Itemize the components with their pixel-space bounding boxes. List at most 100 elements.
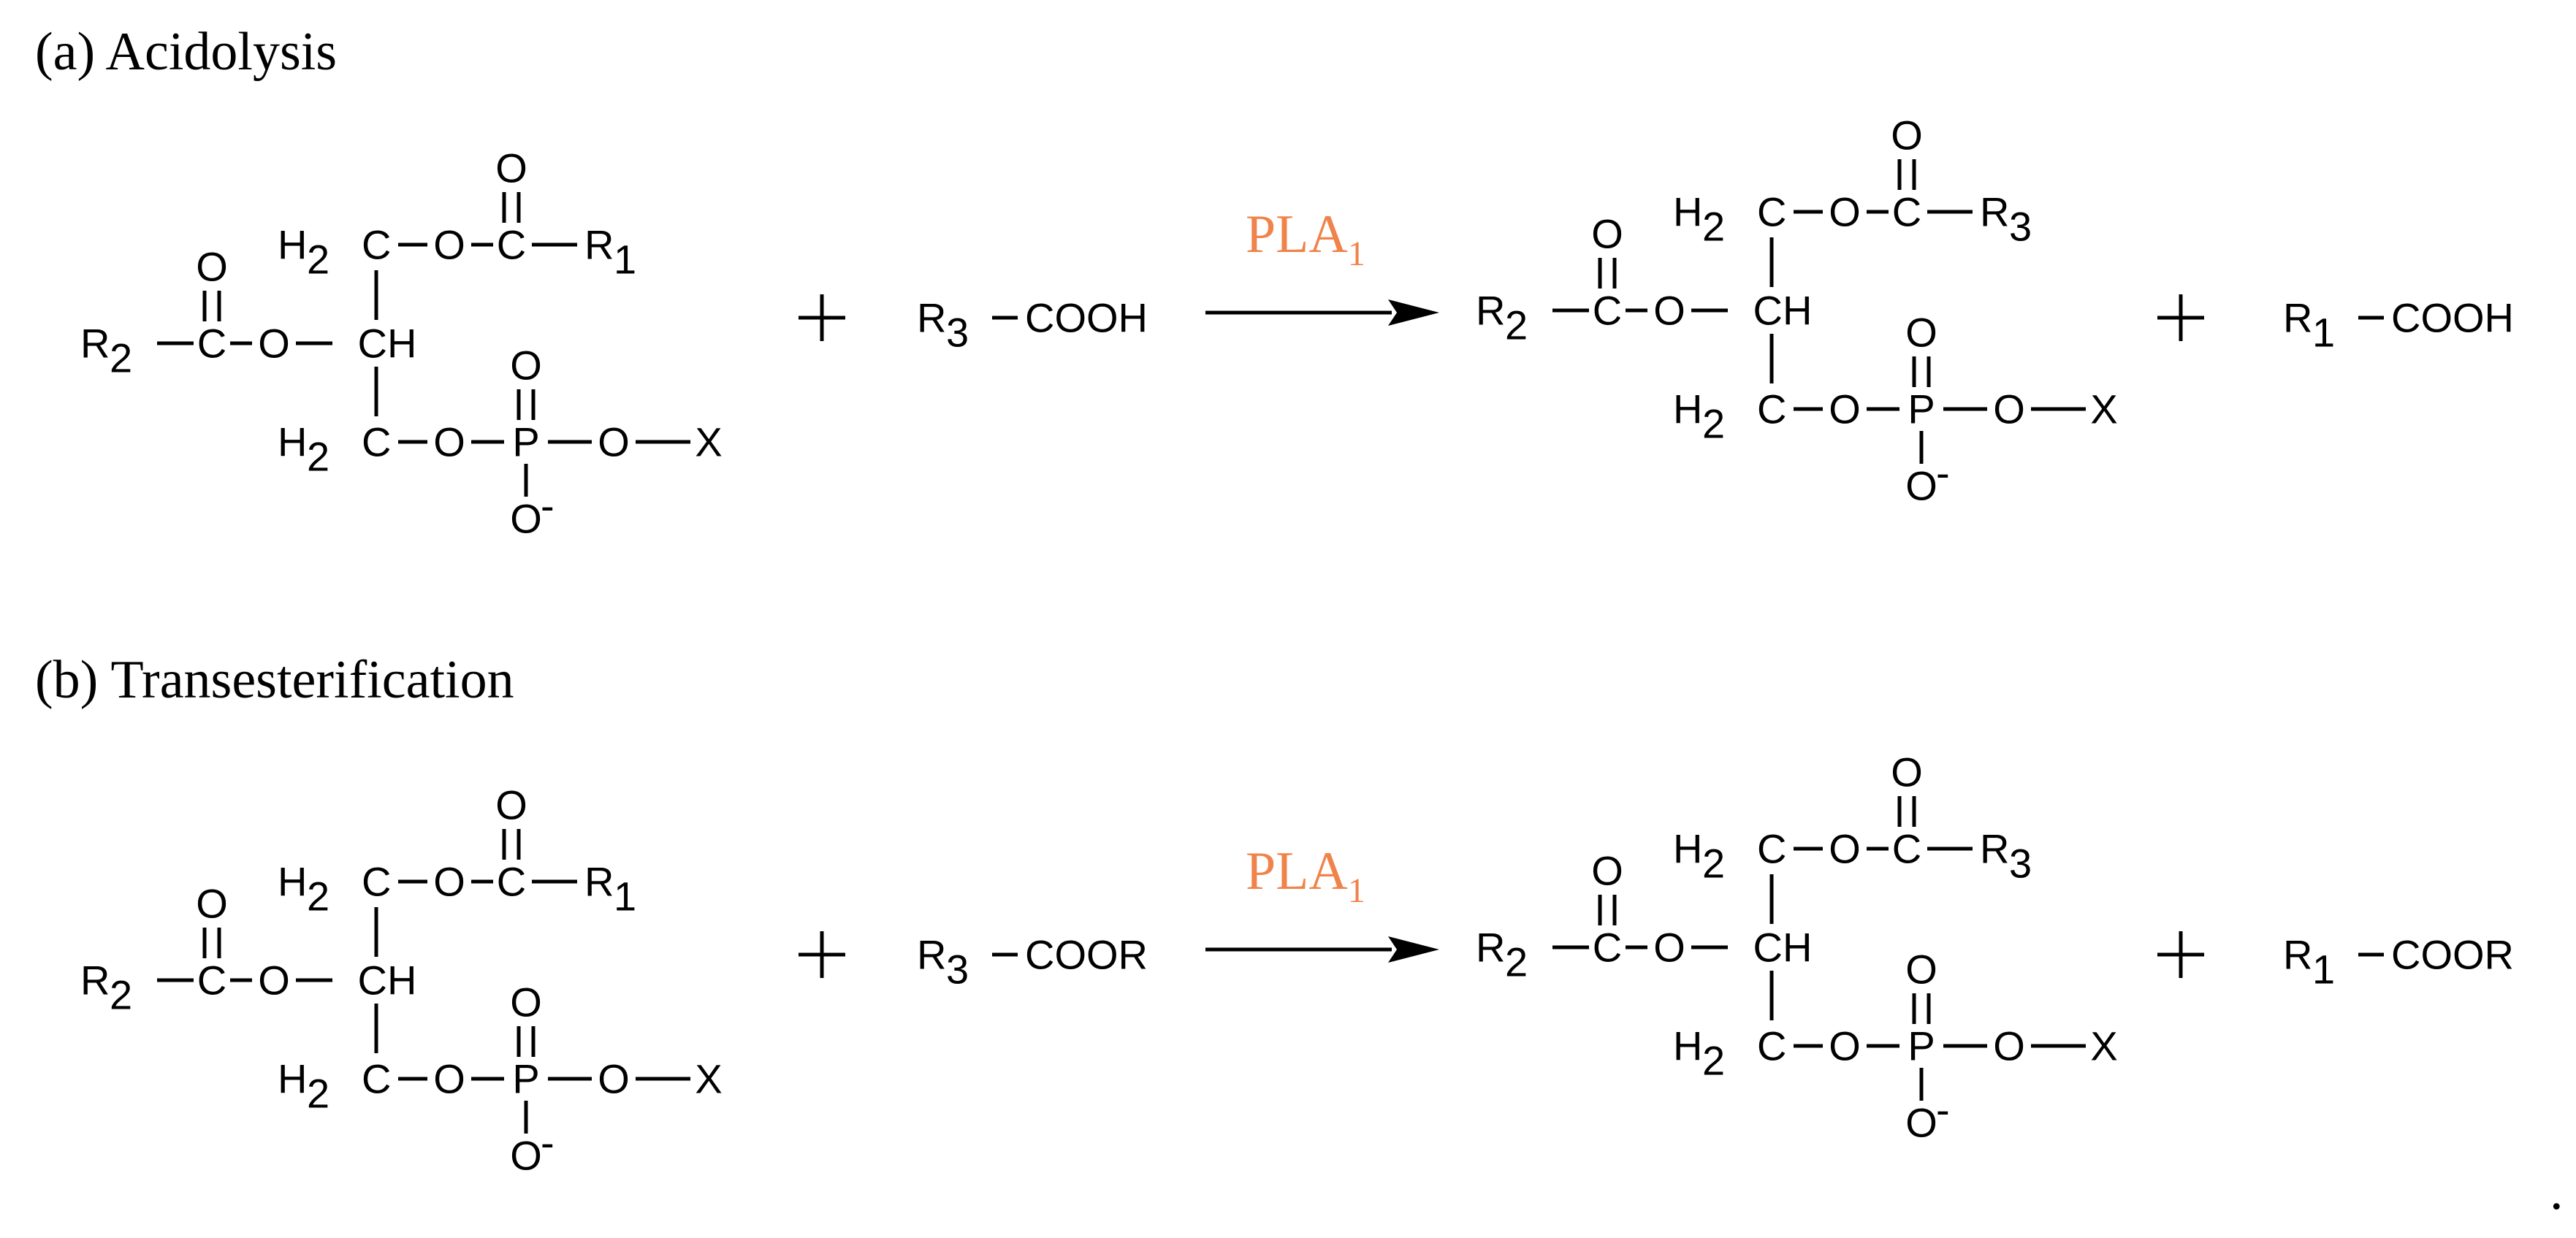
atom-subscript: 2: [110, 972, 132, 1018]
atom-subscript: 2: [307, 434, 329, 480]
carbonyl-carbon: C: [1892, 826, 1921, 872]
ch2-h: H: [278, 859, 307, 905]
ch2-h: H: [278, 222, 307, 268]
phosphate-oxygen: O: [598, 1056, 630, 1102]
phosphate-oxygen: O: [1993, 386, 2025, 432]
atom-subscript: 2: [1702, 401, 1725, 447]
ester-oxygen: O: [258, 958, 290, 1004]
x-group: X: [2090, 386, 2117, 432]
ester-oxygen: O: [1653, 925, 1685, 971]
x-group: X: [695, 1056, 722, 1102]
panel-label: (a) Acidolysis: [35, 22, 337, 82]
phosphate-oxygen: O: [598, 419, 630, 465]
plus-sign: [2157, 294, 2204, 341]
ester-oxygen: O: [433, 859, 465, 905]
atom-subscript: 2: [1702, 1038, 1725, 1084]
carbonyl-carbon: C: [1593, 925, 1622, 971]
x-group: X: [695, 419, 722, 465]
carbonyl-oxygen: O: [196, 881, 228, 927]
carbonyl-oxygen: O: [1591, 848, 1623, 894]
glycerol-ch: CH: [358, 321, 417, 367]
phosphate-oxygen: O: [433, 419, 465, 465]
carboxyl-label: COOR: [2391, 932, 2514, 978]
enzyme-subscript: 1: [1348, 871, 1365, 910]
carbonyl-oxygen: O: [495, 782, 527, 828]
atom-subscript: 2: [110, 335, 132, 381]
r2-group: R: [80, 958, 110, 1004]
enzyme-name: PLA: [1246, 205, 1348, 264]
carbonyl-oxygen: O: [196, 244, 228, 290]
phosphate-oxygen: O: [1829, 386, 1861, 432]
carboxyl-label: COOR: [1025, 932, 1148, 978]
arrowhead: [1388, 936, 1439, 963]
ch2-h: H: [1673, 189, 1702, 235]
carbonyl-carbon: C: [497, 859, 526, 905]
phosphoryl-oxygen: O: [1905, 947, 1937, 993]
anionic-oxygen: O: [510, 496, 542, 542]
atom-subscript: 2: [307, 1071, 329, 1117]
carboxyl-label: COOH: [1025, 295, 1148, 341]
ch2-h: H: [278, 1056, 307, 1102]
atom-subscript: 2: [1505, 302, 1528, 348]
atom-subscript: 2: [1505, 939, 1528, 985]
r-group: R: [917, 932, 946, 978]
x-group: X: [2090, 1023, 2117, 1069]
plus-sign: [799, 931, 845, 978]
ester-oxygen: O: [1653, 288, 1685, 334]
ch2-h: H: [1673, 826, 1702, 872]
atom-subscript: 3: [2009, 204, 2032, 250]
carbonyl-carbon: C: [497, 222, 526, 268]
ch2-c: C: [362, 1056, 391, 1102]
atom-subscript: 2: [1702, 841, 1725, 887]
carbonyl-carbon: C: [1892, 189, 1921, 235]
phosphorus: P: [1908, 386, 1935, 432]
anionic-oxygen: O: [1905, 463, 1937, 509]
glycerol-ch: CH: [358, 958, 417, 1004]
sn1-r-group: R: [584, 222, 614, 268]
phosphate-oxygen: O: [433, 1056, 465, 1102]
r-group: R: [917, 295, 946, 341]
ester-oxygen: O: [258, 321, 290, 367]
glycerol-ch: CH: [1753, 925, 1813, 971]
atom-subscript: 2: [307, 874, 329, 920]
atom-subscript: 2: [307, 237, 329, 283]
r2-group: R: [80, 321, 110, 367]
negative-charge: -: [1936, 450, 1950, 496]
anionic-oxygen: O: [510, 1133, 542, 1179]
negative-charge: -: [541, 483, 555, 529]
ch2-h: H: [1673, 386, 1702, 432]
ester-oxygen: O: [433, 222, 465, 268]
plus-sign: [799, 294, 845, 341]
phosphorus: P: [512, 1056, 539, 1102]
r-group: R: [2283, 295, 2312, 341]
atom-subscript: 3: [946, 947, 969, 993]
arrowhead: [1388, 299, 1439, 326]
negative-charge: -: [541, 1120, 555, 1166]
trailing-period: .: [2550, 1161, 2564, 1221]
atom-subscript: 1: [614, 874, 636, 920]
enzyme-name: PLA: [1246, 841, 1348, 901]
enzyme-subscript: 1: [1348, 234, 1365, 273]
anionic-oxygen: O: [1905, 1100, 1937, 1146]
ch2-c: C: [1757, 386, 1786, 432]
glycerol-ch: CH: [1753, 288, 1813, 334]
phosphoryl-oxygen: O: [510, 343, 542, 389]
carbonyl-oxygen: O: [1891, 749, 1923, 795]
plus-sign: [2157, 931, 2204, 978]
carbonyl-carbon: C: [1593, 288, 1622, 334]
reaction-arrow: [1205, 299, 1439, 326]
sn1-r-group: R: [584, 859, 614, 905]
panel-label: (b) Transesterification: [35, 650, 514, 710]
r2-group: R: [1476, 288, 1505, 334]
enzyme-label: PLA1: [1246, 841, 1365, 910]
